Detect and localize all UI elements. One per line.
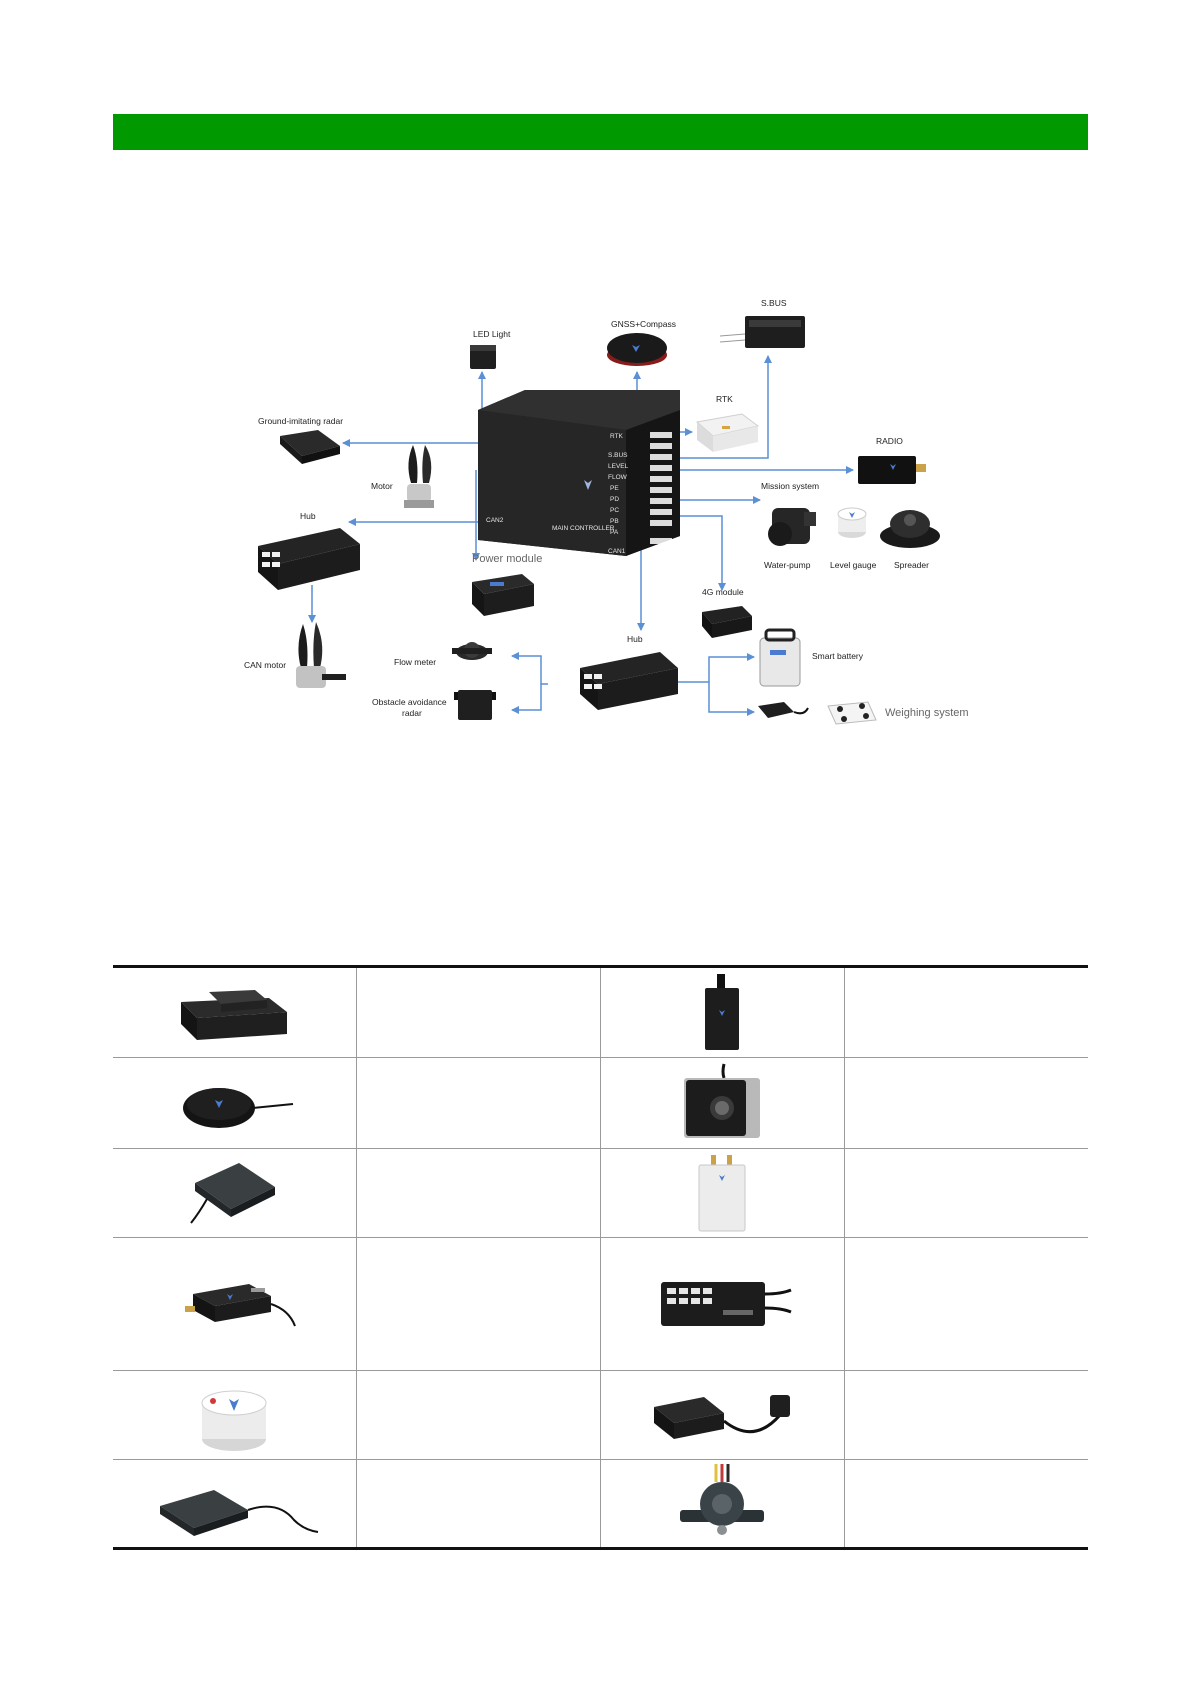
connection-diagram: MAIN CONTROLLER RTK S.BUS LEVEL FLOW PE … <box>0 0 1191 800</box>
rtk-label: RTK <box>716 394 733 404</box>
water-pump-label: Water-pump <box>764 560 811 570</box>
obstacle-radar-label-2: radar <box>402 708 422 718</box>
table-cell-text <box>844 1238 1088 1371</box>
hub-bottom: Hub <box>580 634 678 710</box>
table-row <box>113 967 1088 1058</box>
mission-system-label: Mission system <box>761 481 819 491</box>
can-motor-label: CAN motor <box>244 660 286 670</box>
motor-label: Motor <box>371 481 393 491</box>
table-cell-text <box>844 967 1088 1058</box>
port-label-pe: PE <box>610 485 619 492</box>
ground-imitating-radar: Ground-imitating radar <box>258 416 343 464</box>
table-cell-image <box>600 1460 844 1549</box>
led-light-label: LED Light <box>473 329 511 339</box>
port-label-can1: CAN1 <box>608 548 626 555</box>
port-label-sbus: S.BUS <box>608 452 628 459</box>
level-gauge: Level gauge <box>830 508 877 570</box>
table-cell-image <box>600 967 844 1058</box>
table-cell-text <box>356 1238 600 1371</box>
flow-meter-label: Flow meter <box>394 657 436 667</box>
radio-label: RADIO <box>876 436 903 446</box>
sbus-receiver: S.BUS <box>720 298 805 348</box>
spreader: Spreader <box>880 510 940 570</box>
main-controller: MAIN CONTROLLER RTK S.BUS LEVEL FLOW PE … <box>478 390 680 556</box>
sbus-label: S.BUS <box>761 298 787 308</box>
table-cell-image <box>113 967 356 1058</box>
radio-icon <box>169 1264 299 1344</box>
table-row <box>113 1149 1088 1238</box>
table-cell-image <box>113 1238 356 1371</box>
port-label-pd: PD <box>610 496 619 503</box>
table-row <box>113 1058 1088 1149</box>
led-light-icon <box>687 970 757 1056</box>
port-label-pa: PA <box>610 529 619 536</box>
table-cell-text <box>844 1371 1088 1460</box>
port-label-pc: PC <box>610 507 619 514</box>
table-cell-text <box>356 1149 600 1238</box>
rtk-module: RTK <box>697 394 758 452</box>
hub-icon <box>647 1264 797 1344</box>
camera-icon <box>672 1062 772 1144</box>
level-gauge-icon <box>189 1373 279 1457</box>
rtk-module-icon <box>687 1151 757 1235</box>
table-cell-image <box>113 1149 356 1238</box>
port-label-level: LEVEL <box>608 463 629 470</box>
table-cell-text <box>356 1058 600 1149</box>
port-label-rtk: RTK <box>610 433 624 440</box>
table-cell-image <box>600 1058 844 1149</box>
power-module: Power module <box>472 553 542 616</box>
water-pump: Water-pump <box>764 508 816 570</box>
product-table <box>113 965 1088 1550</box>
spreader-label: Spreader <box>894 560 929 570</box>
table-cell-text <box>356 1460 600 1549</box>
controller-label: MAIN CONTROLLER <box>552 525 615 532</box>
hub-bottom-label: Hub <box>627 634 643 644</box>
smart-battery-label: Smart battery <box>812 651 864 661</box>
table-cell-image <box>600 1149 844 1238</box>
hub-left: Hub <box>258 511 360 590</box>
table-cell-text <box>844 1460 1088 1549</box>
can-motor: CAN motor <box>244 622 346 688</box>
main-controller-icon <box>169 978 299 1048</box>
radio-module: RADIO <box>858 436 926 484</box>
table-row <box>113 1460 1088 1549</box>
led-light: LED Light <box>470 329 511 369</box>
module-4g-label: 4G module <box>702 587 744 597</box>
mission-system: Mission system Water-pump Level gauge Sp… <box>761 481 940 570</box>
weighing-system: Weighing system <box>758 702 969 724</box>
flow-meter: Flow meter <box>394 642 492 667</box>
table-cell-text <box>356 1371 600 1460</box>
table-row <box>113 1371 1088 1460</box>
weighing-system-label: Weighing system <box>885 707 969 719</box>
table-cell-text <box>356 967 600 1058</box>
gnss-compass: GNSS+Compass <box>607 319 676 366</box>
table-cell-image <box>113 1460 356 1549</box>
ground-radar-label: Ground-imitating radar <box>258 416 343 426</box>
table-cell-image <box>113 1371 356 1460</box>
weighing-module-icon <box>642 1373 802 1457</box>
table-cell-text <box>844 1058 1088 1149</box>
flow-meter-icon <box>672 1462 772 1546</box>
motor: Motor <box>371 445 434 508</box>
table-row <box>113 1238 1088 1371</box>
port-label-can2: CAN2 <box>486 517 504 524</box>
table-cell-image <box>113 1058 356 1149</box>
ground-radar-icon <box>179 1153 289 1233</box>
obstacle-radar-label-1: Obstacle avoidance <box>372 697 447 707</box>
module-4g: 4G module <box>702 587 752 638</box>
port-label-flow: FLOW <box>608 474 628 481</box>
obstacle-avoidance-radar: Obstacle avoidance radar <box>372 690 496 720</box>
gnss-label: GNSS+Compass <box>611 319 676 329</box>
port-label-pb: PB <box>610 518 619 525</box>
table-cell-text <box>844 1149 1088 1238</box>
smart-battery: Smart battery <box>760 630 864 686</box>
table-cell-image <box>600 1371 844 1460</box>
level-gauge-label: Level gauge <box>830 560 877 570</box>
power-module-label: Power module <box>472 553 542 565</box>
obstacle-radar-icon <box>144 1466 324 1542</box>
table-cell-image <box>600 1238 844 1371</box>
hub-left-label: Hub <box>300 511 316 521</box>
gnss-compass-icon <box>169 1068 299 1138</box>
